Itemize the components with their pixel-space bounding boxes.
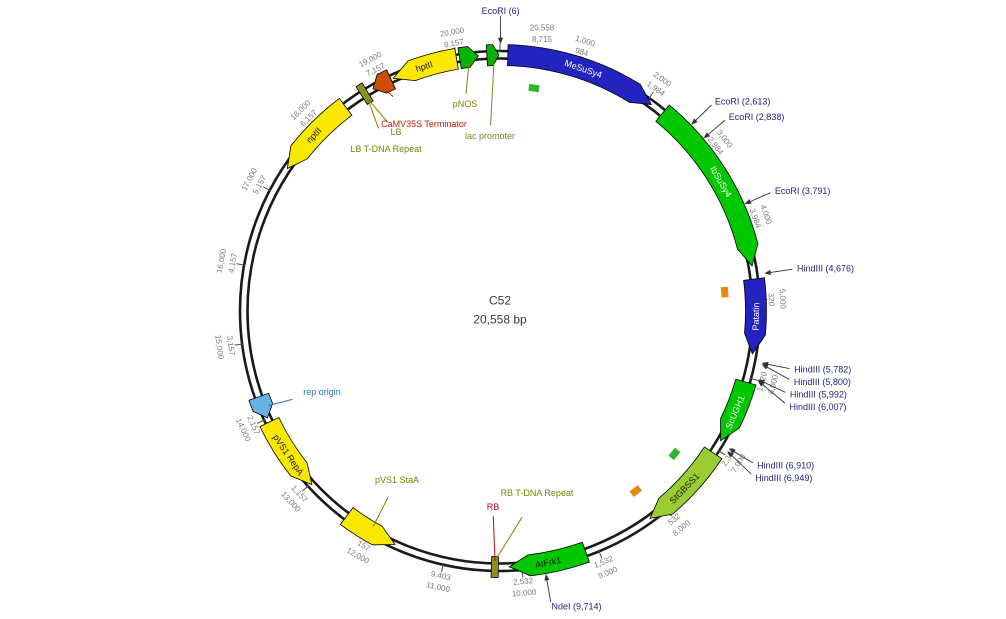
feature-leader-line [494,517,523,562]
site-label-hindiii-5-782[interactable]: HindIII (5,782) [794,365,851,375]
site-leader-line [691,104,712,125]
tick-mark [598,549,603,559]
site-label-ndei-9-714[interactable]: NdeI (9,714) [552,602,602,612]
feature-leader-line [492,516,496,561]
tick-label-primary: 5,000 [778,289,788,310]
feature-lb-t-dna-repeat[interactable] [355,82,374,105]
feature-leader-line [384,88,394,97]
feature-label-lac-promoter[interactable]: lac promoter [465,131,515,141]
feature-label-rep-origin[interactable]: rep origin [303,387,341,397]
site-label-hindiii-6-910[interactable]: HindIII (6,910) [757,461,814,471]
feature-label-patatin: Patatin [751,302,762,330]
feature-label-camv35s-terminator[interactable]: CaMV35S Terminator [381,119,467,129]
site-leader-line [727,451,752,475]
site-leader-line [764,268,793,275]
tick-mark [236,263,246,266]
inner-feature-mark[interactable] [528,83,540,93]
tick-mark [749,377,759,381]
tick-label-primary: 20,000 [439,25,465,38]
feature-pnos[interactable] [457,46,479,70]
tick-mark [647,91,654,100]
tick-mark [717,449,726,456]
tick-mark [441,563,444,573]
tick-label-secondary: 8,157 [443,37,465,49]
tick-mark [301,484,310,492]
site-leader-line [703,119,726,139]
feature-camv35s-terminator[interactable] [372,69,397,94]
plasmid-name: C52 [488,293,512,308]
feature-leader-line [372,497,389,527]
site-label-ecori-2-613[interactable]: EcoRI (2,613) [715,97,771,107]
site-leader-line [761,361,790,370]
feature-rep-origin[interactable] [248,392,274,419]
feature-mesusy4[interactable] [507,44,653,105]
feature-label-hptii: hptII [414,59,434,74]
tick-label-primary: 15,000 [213,334,225,360]
feature-label-rb-t-dna-repeat[interactable]: RB T-DNA Repeat [501,488,574,498]
feature-ibsusy4[interactable] [655,104,759,267]
feature-label-pvs1-staa[interactable]: pVS1 StaA [375,475,419,485]
tick-label-secondary: 984 [574,46,590,59]
tick-mark [256,419,266,424]
site-leader-line [544,573,552,602]
feature-patatin[interactable] [743,277,767,355]
feature-leader-line [465,62,470,94]
site-leader-line [761,364,790,380]
feature-label-lb[interactable]: LB [390,127,401,137]
tick-label-secondary: 4,157 [227,252,240,274]
site-label-ecori-6[interactable]: EcoRI (6) [482,6,520,16]
tick-mark [262,186,272,192]
site-label-ecori-2-838[interactable]: EcoRI (2,838) [729,112,785,122]
site-label-hindiii-6-949[interactable]: HindIII (6,949) [755,473,812,483]
feature-hptii[interactable] [392,47,459,82]
site-leader-line [744,192,771,205]
site-label-hindiii-4-676[interactable]: HindIII (4,676) [797,264,854,274]
site-leader-line [757,380,786,404]
feature-scugh1[interactable] [720,378,757,442]
tick-label-primary: 20,558 [530,24,555,33]
site-label-hindiii-6-007[interactable]: HindIII (6,007) [790,402,847,412]
feature-pvs1-repa[interactable] [259,416,313,486]
feature-atfrk1[interactable] [508,541,590,577]
site-label-hindiii-5-992[interactable]: HindIII (5,992) [790,390,847,400]
plasmid-title: C52 20,558 bp [473,291,526,328]
feature-label-rb[interactable]: RB [487,502,500,512]
inner-feature-mark[interactable] [668,447,681,461]
tick-label-primary: 11,000 [425,580,451,594]
site-label-hindiii-5-800[interactable]: HindIII (5,800) [794,377,851,387]
tick-label-secondary: 8,715 [532,35,553,44]
tick-label-primary: 16,000 [215,248,228,274]
tick-mark [234,343,244,346]
feature-label-lb-t-dna-repeat[interactable]: LB T-DNA Repeat [350,144,422,154]
feature-leader-line [490,61,495,126]
plasmid-size: 20,558 bp [473,312,527,326]
tick-label-secondary: 320 [767,293,777,307]
tick-label-secondary: 3,157 [225,335,237,357]
inner-feature-mark[interactable] [720,286,729,298]
feature-label-pnos[interactable]: pNOS [453,99,478,109]
feature-leader-line [268,398,293,406]
feature-pvs1-staa[interactable] [339,507,396,546]
feature-label-atfrk1: AtFrk1 [534,555,562,570]
feature-leader-line [367,98,379,129]
feature-lac-promoter[interactable] [485,44,500,67]
site-label-ecori-3-791[interactable]: EcoRI (3,791) [775,186,831,196]
feature-leader-line [367,98,388,123]
feature-stgbss1[interactable] [649,446,723,519]
tick-label-secondary: 9,403 [430,569,452,582]
tick-label-primary: 10,000 [512,587,538,598]
inner-feature-mark[interactable] [629,485,642,497]
feature-nptii[interactable] [286,97,353,170]
tick-label-secondary: 2,532 [513,576,534,587]
